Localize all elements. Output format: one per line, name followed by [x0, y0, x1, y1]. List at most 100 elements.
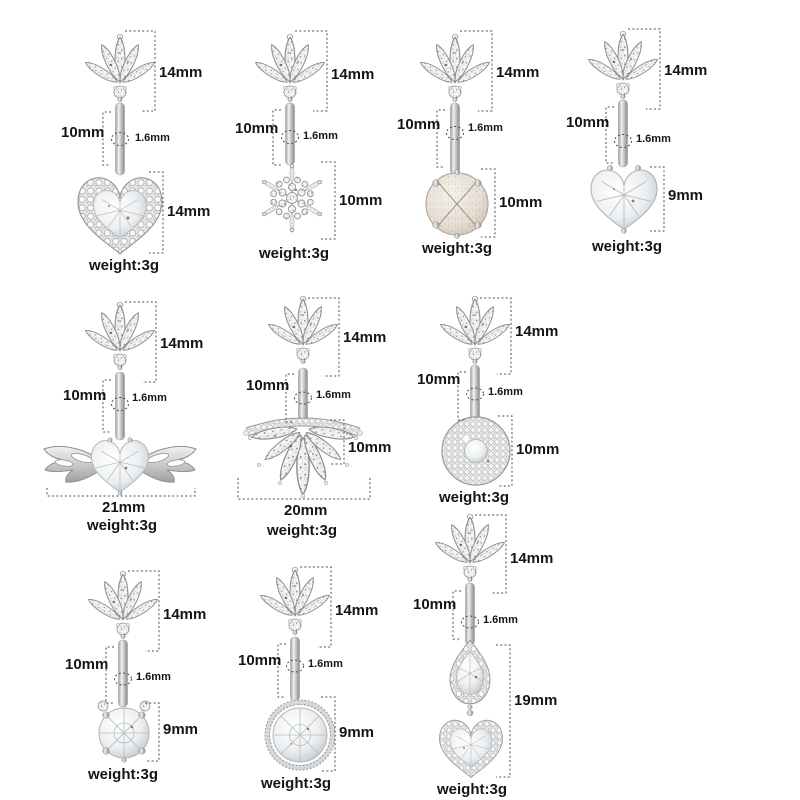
barbell-stem [298, 367, 308, 426]
link-connector [466, 704, 474, 717]
weight-label: weight:3g [437, 781, 507, 798]
top-size-label: 14mm [335, 602, 379, 619]
dimension-line [125, 301, 157, 383]
dimension-line [480, 297, 512, 375]
bar-length-label: 10mm [235, 120, 279, 137]
crystal-leaf-top [433, 514, 506, 582]
bar-gauge-label: 1.6mm [488, 386, 523, 398]
pendant-size-label: 10mm [499, 194, 543, 211]
bar-gauge-label: 1.6mm [303, 130, 338, 142]
dimension-line [496, 644, 511, 778]
crystal-leaf-top [253, 34, 326, 102]
pendant-size-label: 10mm [348, 439, 392, 456]
dimension-line [285, 373, 294, 423]
top-size-label: 14mm [159, 64, 203, 81]
dimension-line [46, 488, 196, 497]
dimension-line [308, 297, 340, 377]
product-item-9: 14mm 10mm 1.6mm 9mm weight:3g [230, 545, 415, 800]
bar-length-label: 10mm [65, 656, 109, 673]
weight-label: weight:3g [592, 238, 662, 255]
dimension-line [321, 161, 336, 240]
pendant-width-label: 20mm [284, 502, 328, 519]
bar-gauge-label: 1.6mm [135, 132, 170, 144]
pendant-size-label: 19mm [514, 692, 558, 709]
product-item-3: 14mm 10mm 1.6mm 10mm weight:3g [395, 15, 585, 280]
top-size-label: 14mm [160, 335, 204, 352]
dimension-line [111, 397, 129, 411]
top-size-label: 14mm [331, 66, 375, 83]
crystal-leaf-top [258, 567, 331, 635]
dimension-line [300, 566, 332, 648]
weight-label: weight:3g [439, 489, 509, 506]
crystal-leaf-top [418, 34, 491, 102]
crystal-leaf-top [83, 302, 156, 370]
bar-length-label: 10mm [61, 124, 105, 141]
product-item-6: 14mm 10mm 1.6mm 10mm 20mm weight:3g [230, 290, 425, 545]
dimension-line [452, 590, 461, 640]
barbell-stem [618, 99, 628, 168]
product-item-5: 14mm 10mm 1.6mm 21mm weight:3g [25, 290, 240, 540]
dimension-line [436, 109, 445, 168]
weight-label: weight:3g [267, 522, 337, 539]
weight-label: weight:3g [88, 766, 158, 783]
barbell-stem [118, 639, 128, 708]
bar-length-label: 10mm [246, 377, 290, 394]
weight-label: weight:3g [261, 775, 331, 792]
dimension-line [286, 659, 304, 673]
heart-drop-crystal [438, 719, 504, 779]
belly-ring-illustration [237, 290, 371, 500]
pendant-size-label: 9mm [668, 187, 704, 204]
dimension-line [272, 109, 281, 166]
barbell-stem [470, 364, 480, 421]
top-size-label: 14mm [496, 64, 540, 81]
weight-label: weight:3g [87, 517, 157, 534]
bar-gauge-label: 1.6mm [132, 392, 167, 404]
product-item-2: 14mm 10mm 1.6mm 10mm weight:3g [235, 15, 425, 280]
pave-ball-pendant [441, 416, 511, 486]
product-item-4: 14mm 10mm 1.6mm 9mm weight:3g [560, 15, 750, 280]
heart-prong-pendant [590, 165, 658, 234]
crystal-leaf-top [83, 34, 156, 102]
dimension-line [457, 371, 466, 421]
product-item-1: 14mm 10mm 1.6mm 14mm weight:3g [45, 15, 235, 280]
snowflake-pendant [258, 164, 326, 233]
top-size-label: 14mm [510, 550, 554, 567]
round-halo-pendant [264, 699, 336, 771]
crystal-leaf-top [86, 571, 159, 639]
belly-ring-illustration [395, 505, 511, 779]
belly-ring-illustration [405, 290, 513, 487]
dimension-line [277, 643, 286, 698]
dimension-line [461, 615, 479, 629]
dimension-line [281, 130, 299, 144]
barbell-stem [115, 371, 125, 441]
pendant-size-label: 10mm [339, 192, 383, 209]
dimension-line [102, 111, 111, 166]
weight-label: weight:3g [89, 257, 159, 274]
winged-heart-pendant [43, 437, 197, 496]
barbell-stem [290, 636, 300, 702]
weight-label: weight:3g [259, 245, 329, 262]
product-item-7: 14mm 10mm 1.6mm 10mm weight:3g [405, 290, 580, 540]
product-item-8: 14mm 10mm 1.6mm 9mm weight:3g [55, 545, 240, 800]
bar-gauge-label: 1.6mm [468, 122, 503, 134]
bar-gauge-label: 1.6mm [483, 614, 518, 626]
dimension-line [614, 134, 632, 148]
pendant-size-label: 9mm [163, 721, 199, 738]
bar-length-label: 10mm [63, 387, 107, 404]
barbell-stem [465, 582, 475, 646]
barbell-stem [285, 102, 295, 166]
belly-ring-illustration [235, 30, 336, 240]
dimension-line [330, 419, 345, 465]
pendant-size-label: 14mm [167, 203, 211, 220]
dimension-line [446, 126, 464, 140]
top-size-label: 14mm [515, 323, 559, 340]
belly-ring-illustration [77, 30, 164, 255]
crystal-leaf-top [586, 31, 659, 99]
belly-ring-illustration [560, 28, 665, 234]
bar-length-label: 10mm [413, 596, 457, 613]
heart-halo-pendant [77, 177, 163, 255]
marquise-fan-pendant [243, 417, 363, 499]
crystal-leaf-top [438, 296, 511, 364]
belly-ring-illustration [55, 570, 240, 763]
dimension-line [466, 387, 484, 401]
